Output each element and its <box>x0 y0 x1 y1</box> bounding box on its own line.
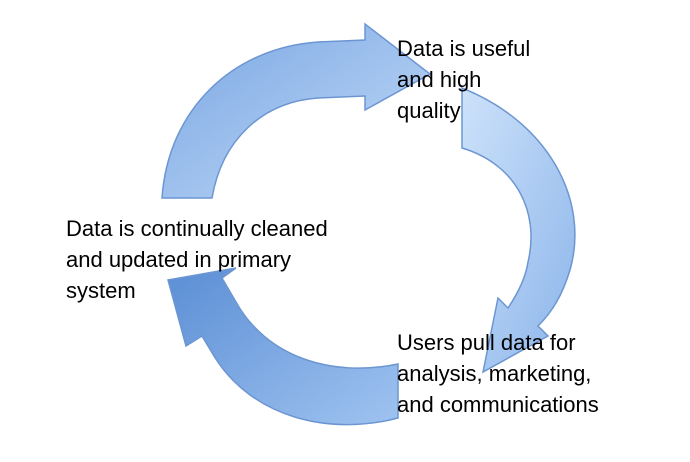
step-label-cleaned-updated: Data is continually cleaned and updated … <box>66 216 328 303</box>
cycle-arrow-right <box>461 86 576 374</box>
cycle-arrow-top <box>161 22 432 199</box>
step-label-useful-quality: Data is useful and high quality <box>397 36 531 123</box>
step-label-users-pull-data: Users pull data for analysis, marketing,… <box>397 330 599 417</box>
cycle-arrow-bottom <box>167 267 399 426</box>
